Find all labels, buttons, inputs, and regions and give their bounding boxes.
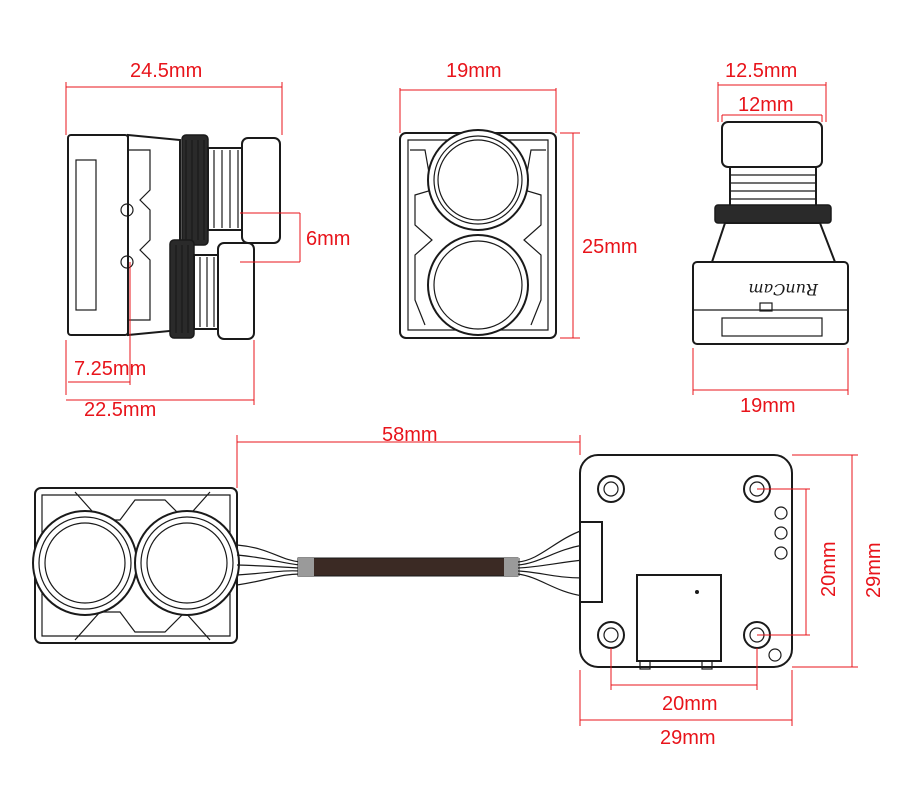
pcb-board [236,435,858,726]
dim-board-height: 29mm [863,542,885,598]
front-view [399,88,580,339]
dim-side-width-bottom: 22.5mm [84,399,156,421]
dim-front-height: 25mm [582,236,638,258]
dim-board-hole-horizontal: 20mm [662,693,718,715]
dim-top-body-width: 19mm [740,395,796,417]
top-view [692,82,849,395]
dim-cable-length: 58mm [382,424,438,446]
dim-top-lens-outer: 12.5mm [725,60,797,82]
dim-side-width-top: 24.5mm [130,60,202,82]
side-view [65,82,301,405]
dim-board-hole-vertical: 20mm [818,541,840,597]
brand-logo: RunCam [748,280,819,299]
dim-board-width: 29mm [660,727,716,749]
ribbon-cable [236,529,584,597]
dim-top-lens-inner: 12mm [738,94,794,116]
dim-side-offset-small: 7.25mm [74,358,146,380]
camera-front-bottom [32,487,240,644]
dim-front-width: 19mm [446,60,502,82]
dim-side-lens-offset: 6mm [306,228,350,250]
